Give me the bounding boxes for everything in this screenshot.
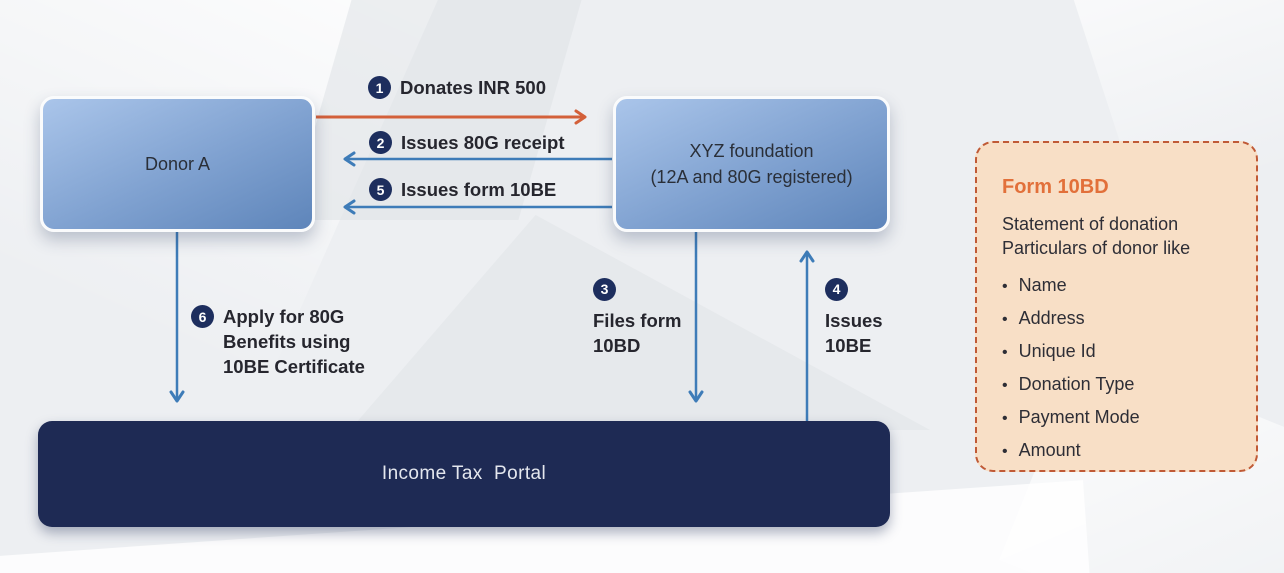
list-item: Donation Type <box>1002 368 1232 401</box>
list-item: Address <box>1002 302 1232 335</box>
foundation-registration: (12A and 80G registered) <box>650 167 853 187</box>
step-6-label: Apply for 80G Benefits using 10BE Certif… <box>223 306 365 377</box>
foundation-name: XYZ foundation <box>689 141 814 161</box>
step-1-label: Donates INR 500 <box>400 76 546 98</box>
step-5-label: Issues form 10BE <box>401 178 557 200</box>
list-item: Amount <box>1002 434 1232 467</box>
portal-label: Income Tax Portal <box>381 463 547 484</box>
step-1-badge: 1 <box>368 76 391 99</box>
step-receipt: 2 Issues 80G receipt <box>369 131 565 154</box>
donor-node: Donor A <box>40 96 315 232</box>
panel-description: Statement of donation Particulars of don… <box>1002 214 1191 258</box>
foundation-node: XYZ foundation (12A and 80G registered) <box>613 96 890 232</box>
step-5-badge: 5 <box>369 178 392 201</box>
step-4-label: Issues 10BE <box>825 310 883 356</box>
panel-bullet-list: Name Address Unique Id Donation Type Pay… <box>1002 269 1232 467</box>
donor-label: Donor A <box>144 154 211 174</box>
income-tax-portal-node: Income Tax Portal <box>38 421 890 527</box>
list-item: Unique Id <box>1002 335 1232 368</box>
panel-title: Form 10BD <box>1002 176 1109 198</box>
step-form10be: 5 Issues form 10BE <box>369 178 556 201</box>
list-item: Payment Mode <box>1002 401 1232 434</box>
step-3-badge: 3 <box>593 278 616 301</box>
step-donates: 1 Donates INR 500 <box>368 76 546 99</box>
step-6-badge: 6 <box>191 305 214 328</box>
step-4-badge: 4 <box>825 278 848 301</box>
step-files: 3 Files form 10BD <box>593 278 681 358</box>
step-2-badge: 2 <box>369 131 392 154</box>
list-item: Name <box>1002 269 1232 302</box>
form-10bd-panel: Form 10BD Statement of donation Particul… <box>975 141 1258 472</box>
step-3-label: Files form 10BD <box>593 310 682 356</box>
foundation-label: XYZ foundation (12A and 80G registered) <box>650 138 852 190</box>
step-2-label: Issues 80G receipt <box>401 131 565 153</box>
step-issues: 4 Issues 10BE <box>825 278 883 358</box>
step-apply: 6 Apply for 80G Benefits using 10BE Cert… <box>191 304 365 379</box>
